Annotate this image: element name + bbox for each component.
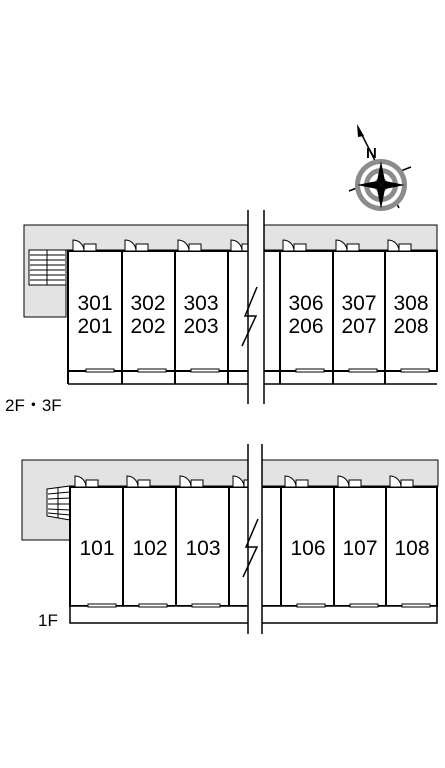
unit-number: 306 bbox=[288, 292, 323, 315]
unit-number: 107 bbox=[342, 537, 377, 560]
unit-number: 302 bbox=[130, 292, 165, 315]
unit-number: 106 bbox=[290, 537, 325, 560]
unit-number: 207 bbox=[341, 315, 376, 338]
door-icons bbox=[72, 239, 412, 252]
compass-rose-icon: N bbox=[348, 124, 412, 211]
floor-label: 1F bbox=[38, 611, 58, 630]
ground-floor-plan: 101 102 103 106 107 108 1F bbox=[21, 444, 439, 634]
floor-label: 2F・3F bbox=[5, 396, 62, 415]
unit-number: 208 bbox=[393, 315, 428, 338]
north-label: N bbox=[366, 145, 377, 162]
upper-floor-plan: 301 201 302 202 303 203 306 206 307 207 … bbox=[5, 210, 438, 415]
unit-number: 202 bbox=[130, 315, 165, 338]
unit-number: 201 bbox=[77, 315, 112, 338]
unit-number: 301 bbox=[77, 292, 112, 315]
unit-number: 101 bbox=[79, 537, 114, 560]
unit-number: 108 bbox=[394, 537, 429, 560]
unit-number: 103 bbox=[185, 537, 220, 560]
unit-number: 307 bbox=[341, 292, 376, 315]
unit-number: 308 bbox=[393, 292, 428, 315]
unit-number: 102 bbox=[132, 537, 167, 560]
unit-number: 203 bbox=[183, 315, 218, 338]
unit-number: 206 bbox=[288, 315, 323, 338]
stairs bbox=[46, 485, 71, 521]
unit-number: 303 bbox=[183, 292, 218, 315]
door-icons bbox=[74, 475, 414, 488]
